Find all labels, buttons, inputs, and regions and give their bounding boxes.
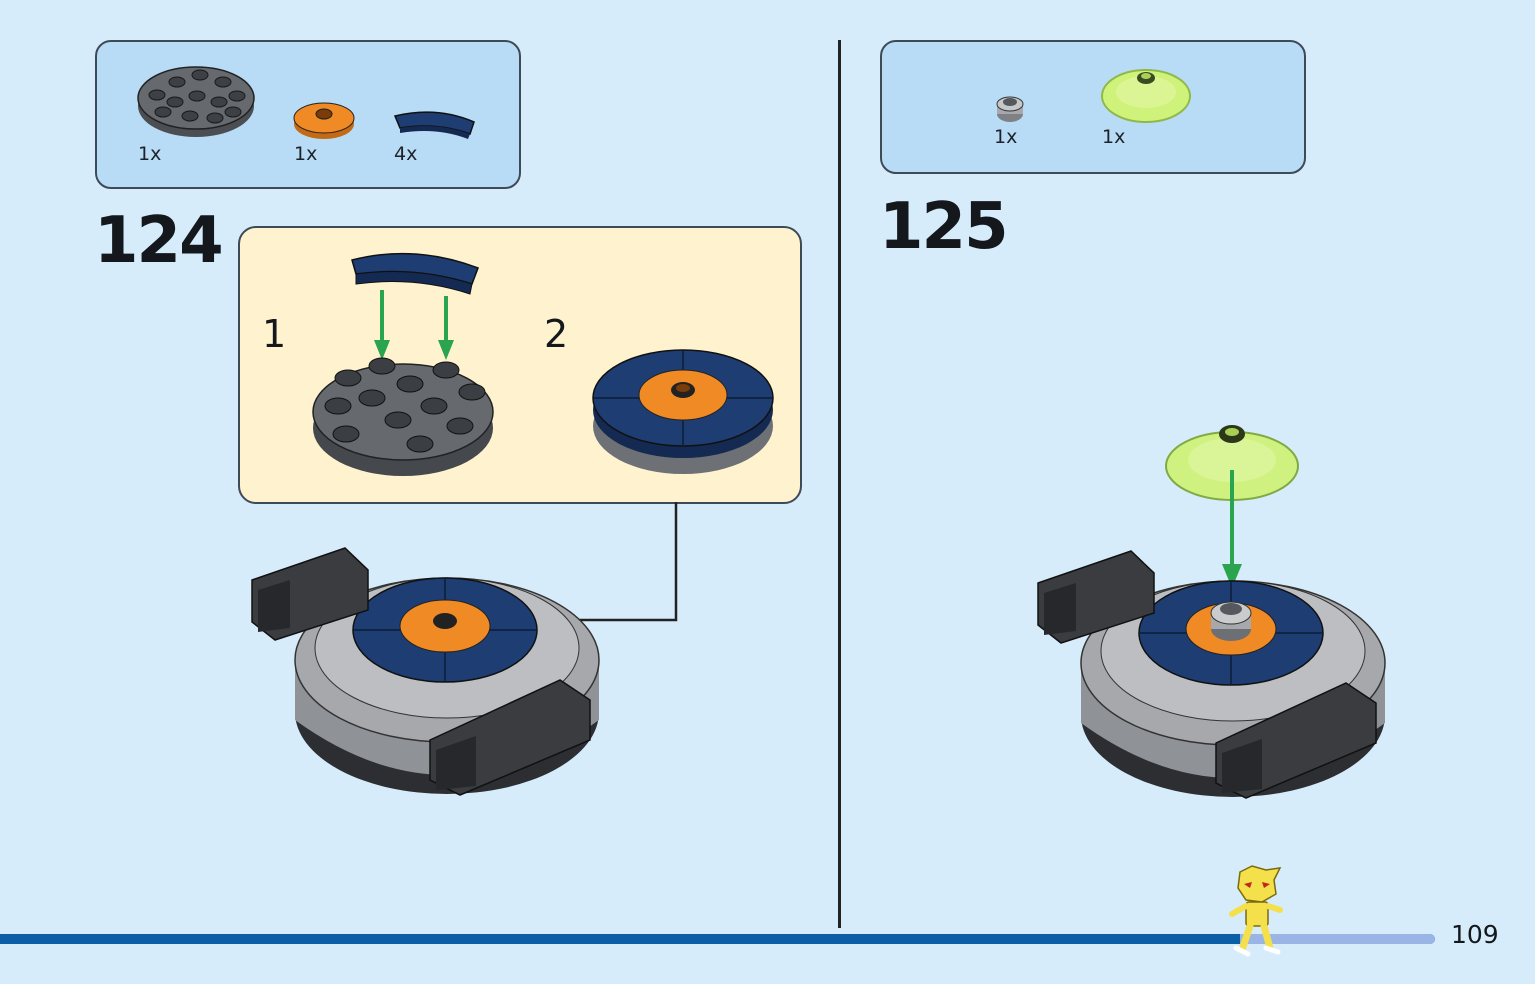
assembly-model-step-124 (251, 547, 600, 796)
progress-bar (0, 934, 1435, 944)
substep-number-1: 1 (262, 312, 287, 356)
ninja-mascot-icon (1229, 865, 1283, 957)
round-plate-part-image (137, 66, 255, 137)
step-number-125: 125 (879, 190, 1009, 264)
part-qty-cone-stud: 1x (994, 126, 1018, 148)
assembly-model-step-125 (1037, 425, 1386, 799)
part-qty-orange-tile: 1x (294, 143, 318, 165)
orange-round-tile-part-image (293, 102, 355, 139)
part-qty-trans-dish: 1x (1102, 126, 1126, 148)
cone-stud-part-image (996, 96, 1024, 122)
progress-bar-remaining (1240, 934, 1435, 944)
page-number: 109 (1451, 920, 1499, 949)
part-qty-round-plate: 1x (138, 143, 162, 165)
substep-1-illustration (312, 252, 494, 476)
parts-list-step-125 (880, 40, 1306, 174)
step-divider (838, 40, 841, 928)
trans-green-dish-part-image (1101, 69, 1191, 123)
substep-number-2: 2 (544, 312, 569, 356)
part-qty-curved-tile: 4x (394, 143, 418, 165)
blue-curved-tile-part-image (393, 111, 475, 139)
substep-2-illustration (592, 349, 774, 474)
step-number-124: 124 (94, 204, 224, 278)
